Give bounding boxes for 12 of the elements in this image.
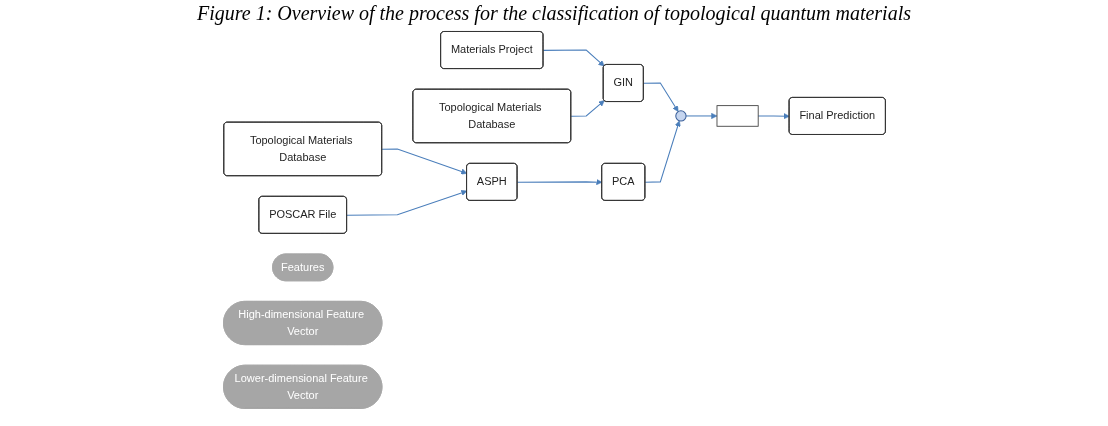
- arrow: [570, 100, 605, 117]
- arrow: [345, 189, 467, 216]
- figure-title: Figure 1: Overview of the process for the classification of topological quantum materials: [197, 2, 911, 25]
- node-circle: [674, 110, 687, 122]
- arrow: [381, 148, 467, 175]
- arrow: [685, 112, 717, 119]
- node-box: [716, 105, 759, 127]
- arrow: [642, 82, 678, 112]
- arrow: [757, 113, 790, 120]
- arrow: [516, 179, 602, 186]
- arrow: [644, 120, 681, 183]
- arrow: [542, 49, 605, 67]
